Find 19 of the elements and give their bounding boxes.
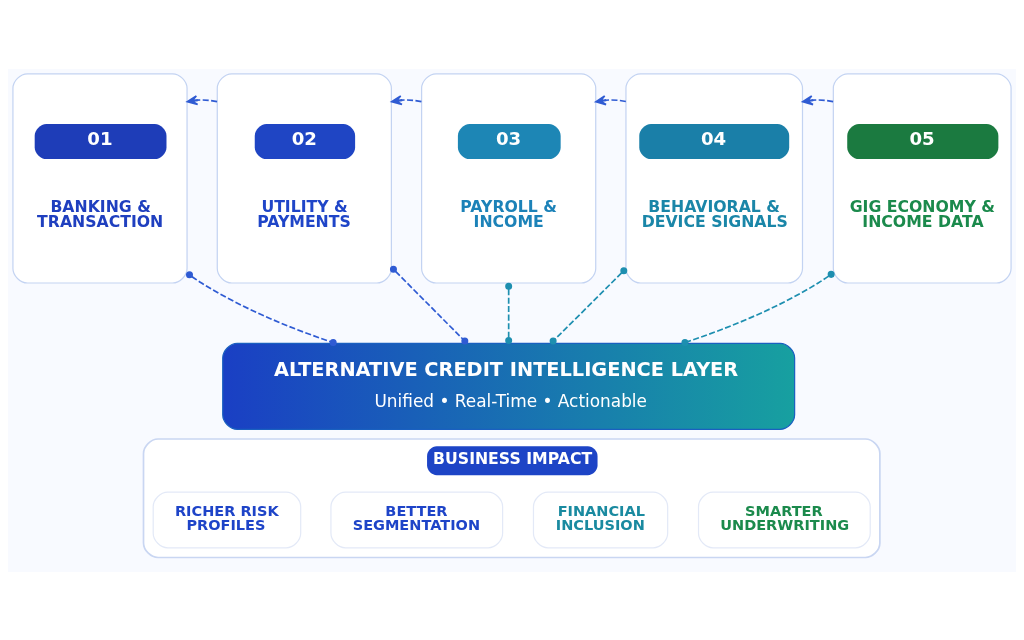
arrow: [390, 94, 423, 105]
connector: [186, 270, 337, 346]
node-box: 05 GIG ECONOMY & INCOME DATA: [832, 72, 1012, 284]
node-box: RICHER RISK PROFILES: [152, 491, 302, 548]
node-box: 01 BANKING & TRANSACTION: [12, 72, 188, 284]
node-box: SMARTER UNDERWRITING: [697, 491, 871, 548]
node-box: 02 UTILITY & PAYMENTS: [216, 72, 392, 284]
connector: [681, 270, 835, 346]
arrow: [801, 94, 834, 105]
node-box: FINANCIAL INCLUSION: [532, 491, 669, 548]
node-box: 04 BEHAVIORAL & DEVICE SIGNALS: [625, 72, 804, 284]
arrow: [186, 94, 218, 105]
node-box: ALTERNATIVE CREDIT INTELLIGENCE LAYER Unified • Real-Time • Actionable: [222, 342, 796, 430]
connector: [549, 266, 628, 345]
node-box: BETTER SEGMENTATION: [330, 491, 504, 548]
node-box: 03 PAYROLL & INCOME: [421, 72, 597, 284]
connector: [505, 282, 513, 344]
connector: [389, 265, 469, 345]
arrow: [594, 94, 627, 105]
